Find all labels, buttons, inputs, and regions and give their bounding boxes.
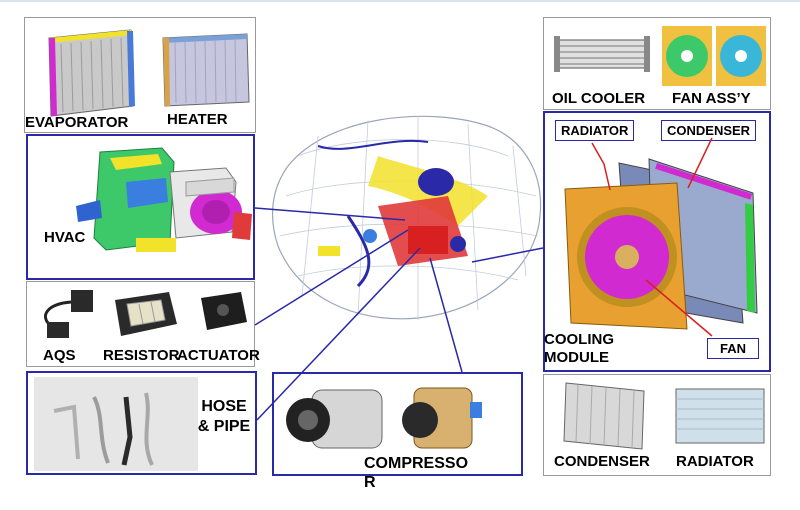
compressor-panel: COMPRESSO R [272, 372, 523, 491]
condenser-radiator-panel: CONDENSER RADIATOR [543, 374, 771, 476]
radiator-tag: RADIATOR [555, 120, 635, 141]
condenser-label: CONDENSER [554, 453, 650, 470]
compressor-illustration [286, 387, 482, 449]
heater-illustration [162, 33, 250, 107]
hose-pipe-label: HOSE & PIPE [197, 398, 251, 435]
condenser-illustration [563, 382, 645, 450]
heater-label: HEATER [167, 111, 228, 128]
cooling-module-panel: RADIATOR CONDENSER COOLING MODULE FAN [543, 111, 771, 372]
radiator-label: RADIATOR [676, 453, 754, 470]
cooling-module-label: COOLING MODULE [544, 331, 614, 366]
actuator-illustration [201, 292, 247, 330]
cooling-module-illustration [564, 158, 758, 330]
condenser-tag: CONDENSER [661, 120, 757, 141]
compressor-label: COMPRESSO R [364, 455, 469, 491]
hvac-label: HVAC [44, 229, 86, 246]
fan-tag: FAN [707, 338, 759, 359]
hvac-illustration [76, 147, 252, 252]
resistor-label: RESISTOR [103, 347, 180, 364]
evaporator-illustration [48, 29, 135, 117]
top-rule [0, 0, 800, 2]
hvac-panel: HVAC [26, 134, 255, 280]
actuator-label: ACTUATOR [177, 347, 260, 364]
oil-cooler-illustration [554, 36, 650, 72]
oil-cooler-fan-panel: OIL COOLER FAN ASS’Y [543, 17, 771, 110]
resistor-illustration [115, 292, 177, 336]
evaporator-heater-panel: EVAPORATOR HEATER [24, 17, 256, 133]
aqs-label: AQS [43, 347, 76, 364]
car-wireframe [271, 115, 542, 320]
hose-pipe-panel: HOSE & PIPE [26, 371, 257, 475]
radiator-illustration [675, 388, 765, 444]
sensors-panel: AQS RESISTOR ACTUATOR [26, 281, 260, 367]
oil-cooler-label: OIL COOLER [552, 90, 646, 107]
fan-assy-label: FAN ASS’Y [672, 90, 751, 107]
hose-pipe-illustration [34, 377, 198, 471]
evaporator-label: EVAPORATOR [25, 114, 129, 131]
fan-assy-illustration [662, 26, 766, 86]
aqs-illustration [44, 290, 93, 338]
